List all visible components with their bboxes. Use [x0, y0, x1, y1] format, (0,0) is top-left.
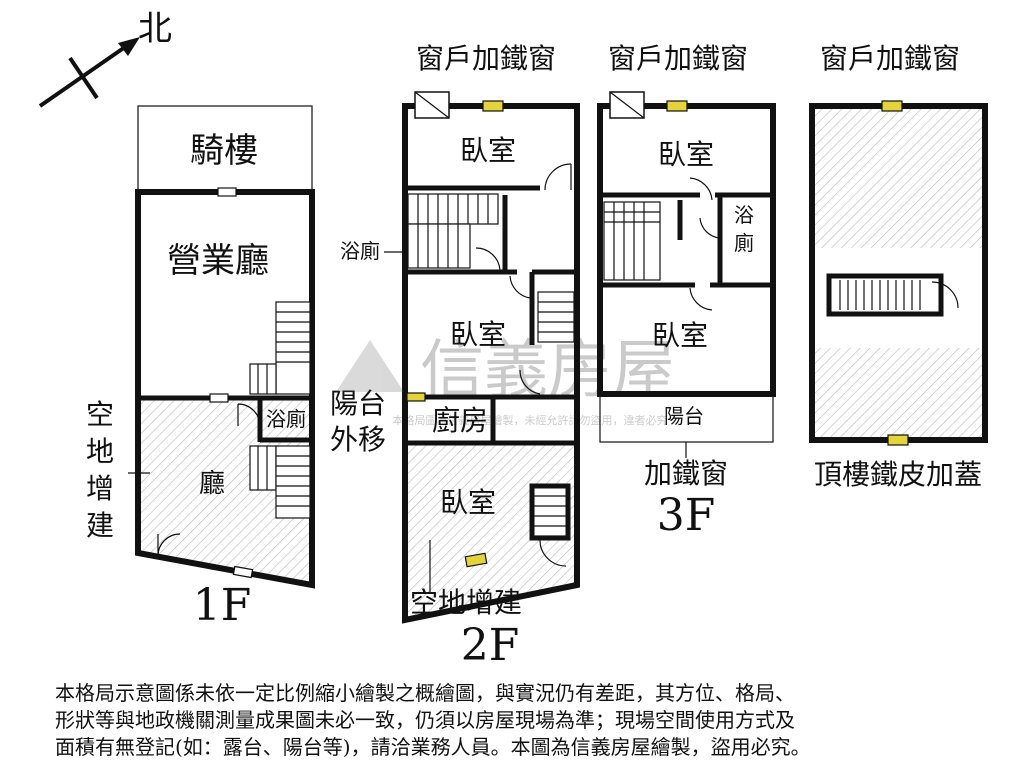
roof-label: 頂樓鐵皮加蓋	[814, 458, 982, 491]
watermark-logo	[336, 340, 404, 392]
north-label: 北	[138, 9, 172, 49]
floor3-iron-window	[666, 100, 688, 112]
compass: 北	[38, 9, 172, 108]
floor2-stairs	[407, 193, 575, 537]
floor2-bathroom-callout: 浴廁	[340, 239, 380, 263]
disclaimer-line-3: 面積有無登記(如：露台、陽台等)，請洽業務人員。本圖為信義房屋繪製，盜用必究。	[55, 735, 811, 759]
kitchen-label: 廚房	[432, 404, 488, 437]
floor2-iron-window	[482, 100, 504, 112]
floor2-window-note: 窗戶加鐵窗	[416, 42, 556, 75]
disclaimer: 本格局示意圖係未依一定比例縮小繪製之概繪圖，與實況仍有差距，其方位、格局、 形狀…	[55, 680, 995, 761]
floor3-walls	[597, 103, 776, 397]
watermark-brand: 信義房屋	[420, 334, 676, 408]
business-hall-label: 營業廳	[167, 241, 269, 281]
floor2-bedroom-middle-label: 臥室	[450, 318, 506, 351]
floor1-rear-window	[232, 565, 254, 579]
compass-crossbar	[68, 56, 99, 100]
floor2-balcony-note: 陽台外移	[330, 387, 386, 456]
roof-front-iron-window	[881, 100, 903, 112]
floor2-level-label: 2F	[461, 620, 520, 670]
roof-stairs	[839, 280, 921, 310]
arcade-label: 騎樓	[190, 131, 258, 171]
disclaimer-line-2: 形狀等與地政機關測量成果圖未必一致，仍須以房屋現場為準；現場空間使用方式及	[55, 708, 795, 732]
floor2-extension-label: 空地增建	[410, 586, 522, 619]
floor3-stairs	[603, 201, 661, 281]
floor3-bedroom-front-label: 臥室	[658, 138, 714, 171]
hall-label: 廳	[199, 469, 225, 499]
floor2-walls	[402, 103, 580, 624]
floor1-bathroom-label: 浴廁	[266, 407, 306, 431]
floor2-bedroom-rear-label: 臥室	[440, 486, 496, 519]
floor1-stairs	[249, 301, 311, 519]
watermark-small-text: 本格局圖為信義房屋繪製，未經允許請勿盜用，違者必究	[393, 413, 668, 427]
floor1-walls	[135, 189, 315, 589]
floor1-level-label: 1F	[193, 580, 252, 631]
floor3-level-label: 3F	[657, 490, 716, 541]
hall-hatch	[138, 398, 312, 585]
floor3-window-note: 窗戶加鐵窗	[608, 42, 748, 75]
floor2-kitchen-window	[406, 392, 426, 402]
floor-2-plan: 窗戶加鐵窗 臥室 浴廁 臥室 陽台外移 廚房 臥室 空地增建 2F	[330, 42, 580, 670]
floor3-bedroom-rear-label: 臥室	[652, 319, 708, 352]
disclaimer-line-1: 本格局示意圖係未依一定比例縮小繪製之概繪圖，與實況仍有差距，其方位、格局、	[55, 681, 795, 705]
floor3-ac-window	[609, 91, 645, 119]
floor2-rear-iron-window	[464, 552, 488, 568]
floor-3-plan: 窗戶加鐵窗 臥室 浴廁 臥室 陽台 加鐵窗 3F	[597, 42, 776, 541]
floor1-extension-label: 空地增建	[86, 398, 114, 542]
floor-1-plan: 騎樓 營業廳 浴廁 廳 空地增建 1F	[86, 105, 315, 631]
floor2-bedroom-front-label: 臥室	[460, 134, 516, 167]
floor3-balcony-label: 陽台	[664, 404, 704, 428]
floor-plan-drawing: 北 騎樓 營業廳	[38, 9, 988, 670]
compass-arrowhead	[118, 37, 140, 56]
roof-rear-iron-window	[887, 434, 909, 446]
floor3-bathroom-label: 浴廁	[734, 203, 754, 255]
floor1-mid-window	[209, 393, 229, 403]
roof-window-note: 窗戶加鐵窗	[820, 42, 960, 75]
floor1-front-window	[217, 187, 237, 197]
floor3-grille-note: 加鐵窗	[644, 457, 728, 490]
floor1-bath-door	[237, 403, 261, 427]
watermark: 信義房屋 本格局圖為信義房屋繪製，未經允許請勿盜用，違者必究	[336, 334, 676, 427]
roof-plan: 窗戶加鐵窗 頂樓鐵皮加蓋	[809, 42, 988, 491]
